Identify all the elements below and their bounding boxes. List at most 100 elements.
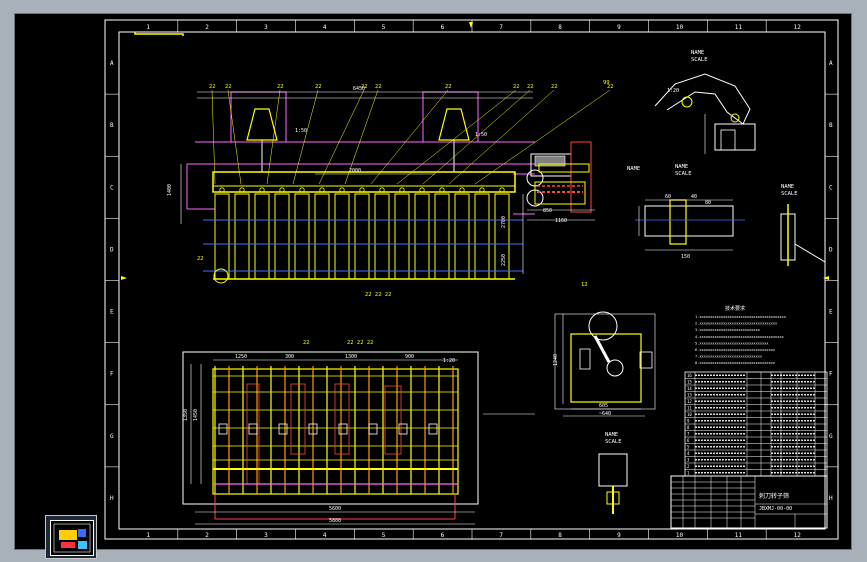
dim-detail-w1: 605 <box>599 403 608 409</box>
dim-left-height: 1400 <box>167 184 173 196</box>
frame-row-label-left: A <box>110 60 114 67</box>
bom-row-number: 1 <box>687 471 690 476</box>
dim-section-h2: 40 <box>691 194 697 200</box>
frame-col-label-bottom: 1 <box>146 532 150 539</box>
detail-label: 12 <box>581 282 588 288</box>
plan-balloon-a: 22 <box>303 340 310 346</box>
detail-pin <box>598 453 628 514</box>
frame-col-label-top: 9 <box>617 24 621 31</box>
dim-plan-left-1: 1350 <box>183 409 189 421</box>
notes-title: 技术要求 <box>725 305 745 312</box>
view-name-5: NAME <box>605 432 618 438</box>
plan-view <box>182 351 535 525</box>
item-balloon: 99 <box>603 80 610 86</box>
dim-plan-top-3: 1300 <box>345 354 357 360</box>
frame-row-label-left: D <box>110 246 114 253</box>
dim-plan-bottom-a: 5600 <box>329 506 341 512</box>
bom-row-number: 4 <box>687 451 690 456</box>
dim-center: 2000 <box>349 168 361 174</box>
notes-line: 8.xxxxxxxxxxxxxxxxxxxxxxxxxxxxxxxxxxx <box>695 361 776 365</box>
frame-col-label-bottom: 5 <box>382 532 386 539</box>
bom-row-number: 5 <box>687 445 690 450</box>
bom-row-number: 3 <box>687 458 690 463</box>
bom-row-number: 13 <box>687 393 692 398</box>
frame-col-label-top: 3 <box>264 24 268 31</box>
bom-row-number: 7 <box>687 432 690 437</box>
frame-row-label-right: A <box>829 60 833 67</box>
bom-row-number: 15 <box>687 380 692 385</box>
frame-col-label-top: 11 <box>735 24 743 31</box>
bom-row-number: 9 <box>687 419 690 424</box>
dim-right-b: 1160 <box>555 218 567 224</box>
item-balloon: 22 <box>225 84 232 90</box>
frame-col-label-bottom: 10 <box>676 532 684 539</box>
notes-line: 7.xxxxxxxxxxxxxxxxxxxxxxxxxxxxx <box>695 355 763 359</box>
bom-row-number: 6 <box>687 438 690 443</box>
notes-line: 5.xxxxxxxxxxxxxxxxxxxxxxxxxxxxxxxx <box>695 341 769 345</box>
bom-row-number: 11 <box>687 406 692 411</box>
layout-thumbnail[interactable] <box>45 515 97 559</box>
dim-section-h3: 80 <box>705 200 711 206</box>
dim-section-w: 150 <box>681 254 690 260</box>
frame-row-label-right: D <box>829 246 833 253</box>
frame-col-label-top: 7 <box>499 24 503 31</box>
frame-col-label-bottom: 9 <box>617 532 621 539</box>
item-balloon: 22 <box>607 84 614 90</box>
item-balloon: 22 <box>375 84 382 90</box>
frame-row-label-left: H <box>110 495 114 502</box>
view-scale-5: SCALE <box>605 439 622 445</box>
notes-line: 6.xxxxxxxxxxxxxxxxxxxxxxxxxxxxxxxxxxx <box>695 348 776 352</box>
technical-notes: 技术要求1.xxxxxxxxxxxxxxxxxxxxxxxxxxxxxxxxxx… <box>695 305 787 365</box>
item-balloon: 22 <box>513 84 520 90</box>
view-scale-3: SCALE <box>675 171 692 177</box>
front-balloon-left: 22 <box>197 256 204 262</box>
dim-right-d: 2250 <box>501 254 507 266</box>
arrow-left <box>121 276 127 280</box>
frame-col-label-bottom: 3 <box>264 532 268 539</box>
frame-col-label-bottom: 6 <box>441 532 445 539</box>
frame-col-label-top: 2 <box>205 24 209 31</box>
bom-row-number: 2 <box>687 464 690 469</box>
frame-col-label-top: 10 <box>676 24 684 31</box>
notes-line: 3.xxxxxxxxxxxxxxxxxxxxxxxxxxxx <box>695 328 761 332</box>
bom-row-number: 12 <box>687 399 692 404</box>
item-balloon: 22 <box>361 84 368 90</box>
detail-section <box>635 199 745 251</box>
frame-row-label-left: C <box>110 184 114 191</box>
dim-plan-top-4: 900 <box>405 354 414 360</box>
dim-plan-top-1: 1250 <box>235 354 247 360</box>
item-balloon: 22 <box>315 84 322 90</box>
callout-plan: 1:20 <box>443 358 455 364</box>
thumbnail-icon <box>53 523 91 553</box>
callout-bracket: 1:20 <box>667 88 679 94</box>
dim-plan-top-2: 300 <box>285 354 294 360</box>
item-balloon: 22 <box>209 84 216 90</box>
callout-front-2: 1:50 <box>475 132 487 138</box>
frame-row-label-right: H <box>829 495 833 502</box>
dim-plan-bottom-b: 5800 <box>329 518 341 524</box>
frame-row-label-right: B <box>829 122 833 129</box>
item-balloon: 22 <box>277 84 284 90</box>
dim-detail-height: 1240 <box>553 354 559 366</box>
dim-overall-top: 6450 <box>353 86 365 92</box>
frame-col-label-top: 5 <box>382 24 386 31</box>
sheet-border-inner <box>118 31 826 530</box>
thumbnail-preview <box>50 520 94 556</box>
view-scale-4: SCALE <box>781 191 798 197</box>
frame-row-label-right: C <box>829 184 833 191</box>
bom-row-number: 14 <box>687 386 692 391</box>
detail-angle <box>780 204 826 266</box>
frame-row-label-left: G <box>110 433 114 440</box>
bom-row-number: 16 <box>687 373 692 378</box>
frame-row-label-right: F <box>829 371 833 378</box>
plan-balloon-b: 22 22 22 <box>347 340 374 346</box>
frame-col-label-bottom: 4 <box>323 532 327 539</box>
frame-col-label-top: 1 <box>146 24 150 31</box>
frame-col-label-top: 6 <box>441 24 445 31</box>
